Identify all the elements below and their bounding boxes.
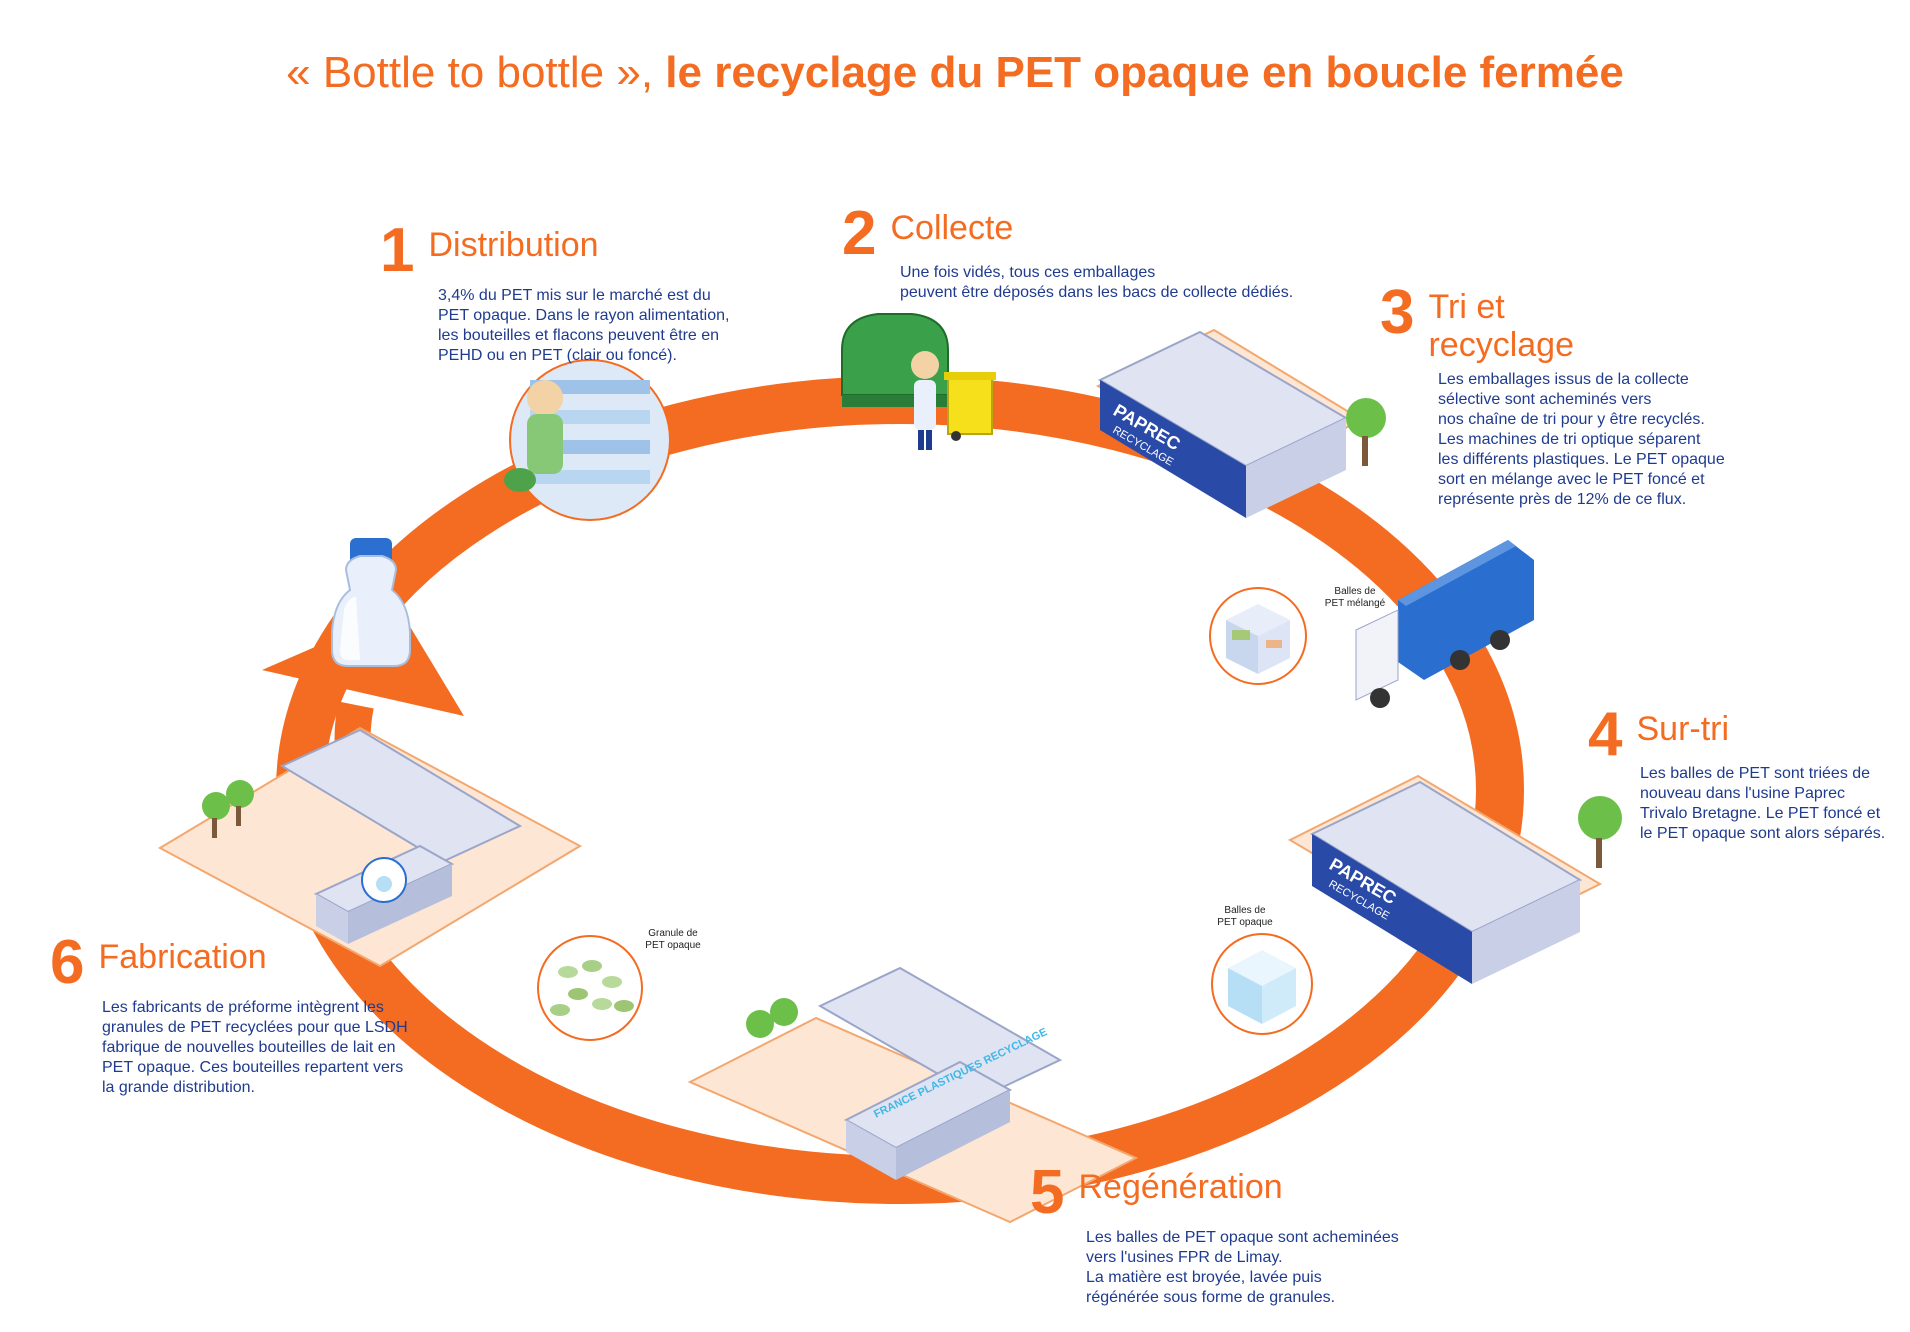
label-bales-mixed: Balles de PET mélangé: [1324, 586, 1386, 609]
fabrication-plant-illustration: [157, 726, 583, 968]
step-title: Tri et recyclage: [1428, 288, 1574, 364]
pet-granules-illustration: [537, 935, 643, 1041]
milk-bottle-icon: [331, 538, 411, 667]
step-title: Régénération: [1078, 1168, 1283, 1206]
step-description: Les balles de PET sont triées de nouveau…: [1640, 765, 1886, 842]
step-number: 2: [842, 199, 877, 268]
collection-bins-illustration: [841, 313, 996, 450]
step-sur-tri: 4 Sur-tri Les balles de PET sont triées …: [1588, 700, 1908, 844]
step-description: 3,4% du PET mis sur le marché est du PET…: [438, 287, 730, 364]
label-granules: Granule de PET opaque: [645, 928, 701, 951]
page-title: « Bottle to bottle », le recyclage du PE…: [0, 48, 1910, 98]
step-number: 6: [50, 928, 85, 997]
step-distribution: 1 Distribution 3,4% du PET mis sur le ma…: [380, 216, 780, 366]
step-description: Les emballages issus de la collecte séle…: [1438, 371, 1725, 508]
resorting-plant-illustration: PAPREC RECYCLAGE: [1287, 774, 1622, 984]
step-description: Une fois vidés, tous ces emballages peuv…: [900, 264, 1294, 301]
title-bold: le recyclage du PET opaque en boucle fer…: [665, 48, 1624, 97]
step-fabrication: 6 Fabrication Les fabricants de préforme…: [50, 928, 470, 1098]
distribution-store-illustration: [504, 359, 671, 521]
step-description: Les balles de PET opaque sont acheminées…: [1086, 1229, 1399, 1306]
step-number: 3: [1380, 278, 1415, 347]
title-light: « Bottle to bottle »,: [286, 48, 654, 97]
step-number: 5: [1030, 1158, 1065, 1227]
step-title: Collecte: [890, 209, 1014, 247]
step-number: 1: [380, 216, 415, 285]
regeneration-plant-illustration: FRANCE PLASTIQUES RECYCLAGE: [687, 966, 1139, 1224]
label-bales-opaque: Balles de PET opaque: [1217, 905, 1273, 928]
step-description: Les fabricants de préforme intègrent les…: [102, 999, 408, 1096]
opaque-pet-bales-illustration: [1211, 933, 1313, 1035]
step-title: Distribution: [428, 226, 599, 264]
step-collecte: 2 Collecte Une fois vidés, tous ces emba…: [842, 199, 1342, 303]
step-tri-recyclage: 3 Tri et recyclage Les emballages issus …: [1380, 278, 1780, 510]
transport-truck-illustration: [1355, 540, 1534, 708]
step-regeneration: 5 Régénération Les balles de PET opaque …: [1030, 1158, 1450, 1308]
step-title: Fabrication: [98, 938, 267, 976]
sorting-plant-illustration: PAPREC RECYCLAGE: [1095, 328, 1386, 518]
mixed-pet-bales-illustration: [1209, 587, 1307, 685]
step-number: 4: [1588, 700, 1623, 769]
step-title: Sur-tri: [1636, 710, 1730, 748]
